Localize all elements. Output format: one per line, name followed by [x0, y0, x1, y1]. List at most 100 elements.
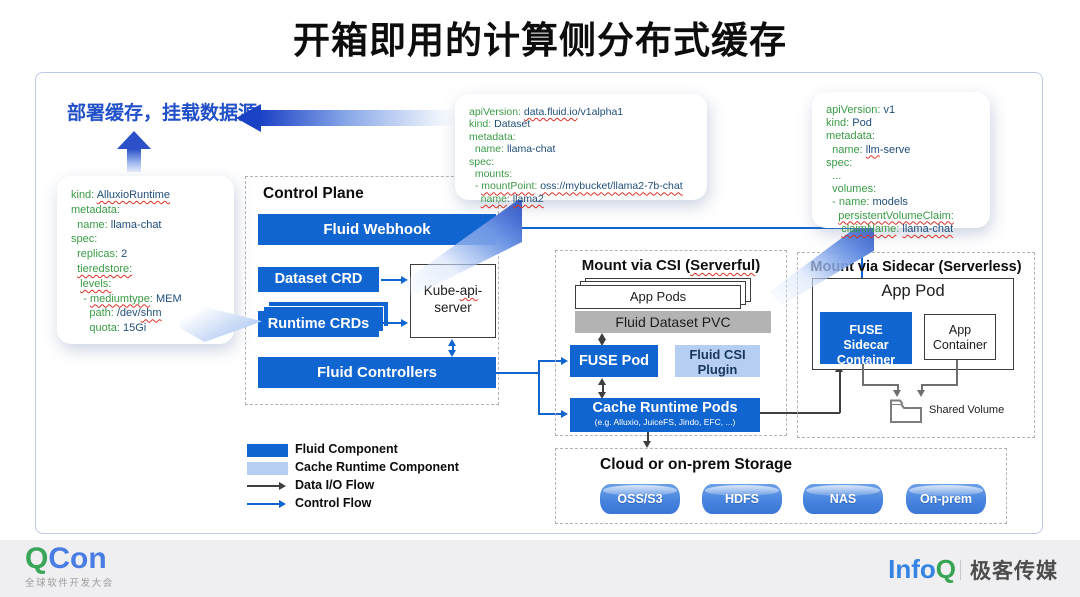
legend-dataflow-line: [247, 485, 280, 487]
control-flow-kube-controllers-down-arrow-icon: [448, 350, 456, 357]
text-line: spec:: [71, 233, 98, 246]
footer-bar: [0, 540, 1080, 597]
storage-cylinder-oss: OSS/S3: [600, 484, 680, 514]
up-arrow-shaft: [127, 149, 141, 172]
folder-icon: [890, 399, 922, 423]
text-line: server: [434, 300, 472, 315]
text-line: apiVersion: data.fluid.io/v1alpha1: [469, 106, 624, 118]
shared-volume-elbow1-v2: [897, 384, 899, 391]
mount-sidecar-title: Mount via Sidecar (Serverless): [810, 259, 1022, 275]
control-flow-kube-controllers-line: [452, 342, 454, 352]
text-line: apiVersion: v1: [826, 104, 896, 116]
data-flow-fuse-cache-line: [602, 382, 604, 394]
control-flow-fusepod-line: [538, 360, 562, 362]
text-line: name: llm-serve: [826, 143, 911, 156]
control-flow-runtimecrds-line: [381, 322, 402, 324]
shared-volume-elbow1-arrow-icon: [893, 390, 901, 397]
text-line: tieredstore:: [77, 262, 133, 275]
text-line: kind: AlluxioRuntime: [71, 189, 171, 201]
shared-volume-elbow1-h: [862, 384, 898, 386]
alluxio-runtime-yaml-callout: kind: AlluxioRuntime metadata: name: llam…: [57, 176, 234, 344]
text-line: ...: [826, 170, 842, 183]
shared-volume-elbow2-arrow-icon: [917, 390, 925, 397]
text-line: - mediumtype: MEM: [71, 292, 182, 305]
control-flow-cacheruntime-line: [538, 413, 562, 415]
storage-cylinder-hdfs: HDFS: [702, 484, 782, 514]
infoq-logo-q: Q: [935, 554, 956, 584]
qcon-logo: QCon 全球软件开发大会: [25, 542, 114, 590]
kube-api-server-box: Kube-api-server: [410, 264, 496, 338]
control-plane-title: Control Plane: [263, 185, 364, 202]
text-line: metadata:: [71, 203, 120, 216]
left-arrow-icon: [236, 104, 261, 132]
text-line: Mount via CSI (Serverful): [581, 257, 761, 274]
text-line: kind: Pod: [826, 117, 872, 130]
shared-volume-label: Shared Volume: [929, 404, 1005, 416]
text-line: levels:: [80, 277, 112, 290]
app-container-box: App Container: [924, 314, 996, 360]
text-line: name: llama-chat: [71, 218, 162, 231]
legend-fluid-swatch: [247, 444, 288, 457]
mount-csi-box: Mount via CSI (Serverful): [555, 250, 787, 436]
control-flow-datasetcrd-arrow-icon: [401, 276, 408, 284]
shared-volume-elbow2-v2: [921, 384, 923, 391]
control-flow-kube-controllers-up-arrow-icon: [448, 339, 456, 346]
text-line: persistentVolumeClaim:: [838, 209, 954, 222]
text-line: volumes:: [826, 183, 877, 196]
runtime-crds-box: Runtime CRDs: [258, 311, 379, 337]
data-flow-cache-sidecar-h-line: [760, 412, 840, 414]
left-arrow-shaft: [260, 110, 454, 126]
control-flow-cacheruntime-arrow-icon: [561, 410, 568, 418]
text-line: Kube-api-: [423, 283, 483, 298]
text-line: name: llama-chat: [469, 143, 556, 156]
shared-volume-elbow2-v1: [956, 360, 958, 385]
fuse-pod-box: FUSE Pod: [570, 345, 658, 377]
mount-csi-title: Mount via CSI (Serverful): [556, 257, 786, 274]
app-pod-label: App Pod: [881, 282, 945, 300]
cache-runtime-pods-box: Cache Runtime Pods (e.g. Alluxio, JuiceF…: [570, 398, 760, 432]
legend-dataflow-label: Data I/O Flow: [295, 478, 375, 492]
cache-runtime-pods-subtitle: (e.g. Alluxio, JuiceFS, Jindo, EFC, ...): [594, 417, 736, 427]
control-flow-controllers-v-line: [538, 360, 540, 415]
storage-title: Cloud or on-prem Storage: [600, 456, 793, 473]
qcon-logo-con: Con: [48, 542, 107, 575]
text-line: metadata:: [469, 130, 516, 143]
control-flow-webhook-h-line: [496, 227, 862, 229]
text-line: - mountPoint: oss://mybucket/llama2-7b-c…: [469, 180, 683, 193]
shared-volume-elbow2-h: [921, 384, 958, 386]
shared-volume-elbow1-v1: [862, 364, 864, 385]
text-line: mounts:: [469, 168, 513, 181]
text-line: spec:: [826, 156, 853, 169]
data-flow-cache-storage-arrow-icon: [643, 441, 651, 448]
fluid-webhook-box: Fluid Webhook: [258, 214, 496, 245]
infoq-logo-media: 极客传媒: [970, 559, 1058, 583]
infoq-logo-divider: [960, 559, 961, 580]
infoq-logo-info: Info: [888, 554, 936, 584]
legend-controlflow-line: [247, 503, 280, 505]
text-line: metadata:: [826, 130, 875, 143]
data-flow-cache-sidecar-v-line: [839, 371, 841, 413]
text-line: kind: Dataset: [469, 118, 531, 131]
storage-cylinder-nas: NAS: [803, 484, 883, 514]
page-title: 开箱即用的计算侧分布式缓存: [293, 20, 787, 61]
qcon-logo-subtitle: 全球软件开发大会: [25, 578, 114, 589]
qcon-logo-q: Q: [25, 542, 49, 575]
up-arrow-icon: [117, 131, 151, 149]
data-flow-fuse-cache-down-arrow-icon: [598, 392, 606, 399]
text-line: replicas: 2: [71, 248, 128, 261]
fluid-csi-plugin-box: Fluid CSI Plugin: [675, 345, 760, 377]
legend-cache-label: Cache Runtime Component: [295, 460, 459, 474]
control-flow-datasetcrd-line: [381, 279, 402, 281]
legend-controlflow-label: Control Flow: [295, 496, 372, 510]
fluid-dataset-pvc-bar: Fluid Dataset PVC: [575, 311, 771, 333]
app-pods-box: App Pods: [575, 285, 741, 309]
text-line: claimName: llama-chat: [841, 222, 954, 235]
data-flow-cache-storage-line: [647, 432, 649, 442]
dataset-crd-box: Dataset CRD: [258, 267, 379, 292]
text-line: name: llama2: [480, 192, 544, 205]
data-flow-fuse-cache-up-arrow-icon: [598, 378, 606, 385]
